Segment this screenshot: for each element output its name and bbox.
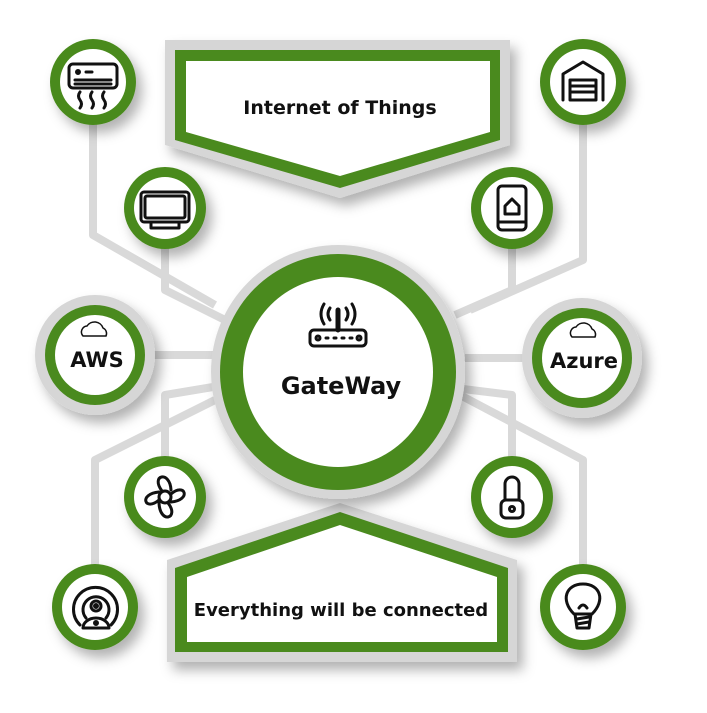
aws-node: AWS [35, 295, 155, 415]
header-title: Internet of Things [243, 97, 436, 119]
air-conditioner-icon [67, 62, 119, 110]
smartphone-home-icon [496, 184, 528, 232]
gateway-node: GateWay [211, 245, 465, 499]
device-garage [540, 39, 626, 125]
footer-banner: Everything will be connected [167, 503, 517, 662]
device-fan [124, 456, 206, 538]
azure-label: Azure [550, 349, 618, 373]
garage-icon [561, 60, 605, 102]
header-banner: Internet of Things [165, 40, 510, 198]
gateway-label: GateWay [281, 372, 402, 400]
device-smartphone [471, 167, 553, 249]
aws-label: AWS [70, 348, 124, 372]
connector-lines [89, 120, 587, 570]
light-bulb-icon [564, 582, 602, 630]
cloud-icon [80, 321, 108, 337]
device-light-bulb [540, 564, 626, 650]
azure-node: Azure [522, 298, 642, 418]
fan-icon [144, 475, 186, 519]
robot-vacuum-icon [72, 585, 119, 630]
device-lock [471, 456, 553, 538]
device-tv [124, 167, 206, 249]
device-robot-vacuum [52, 564, 138, 650]
lock-icon [499, 475, 525, 520]
tv-icon [139, 190, 191, 230]
device-air-conditioner [50, 39, 136, 125]
router-icon [308, 302, 368, 348]
cloud-icon [569, 322, 597, 338]
footer-title: Everything will be connected [194, 600, 488, 621]
